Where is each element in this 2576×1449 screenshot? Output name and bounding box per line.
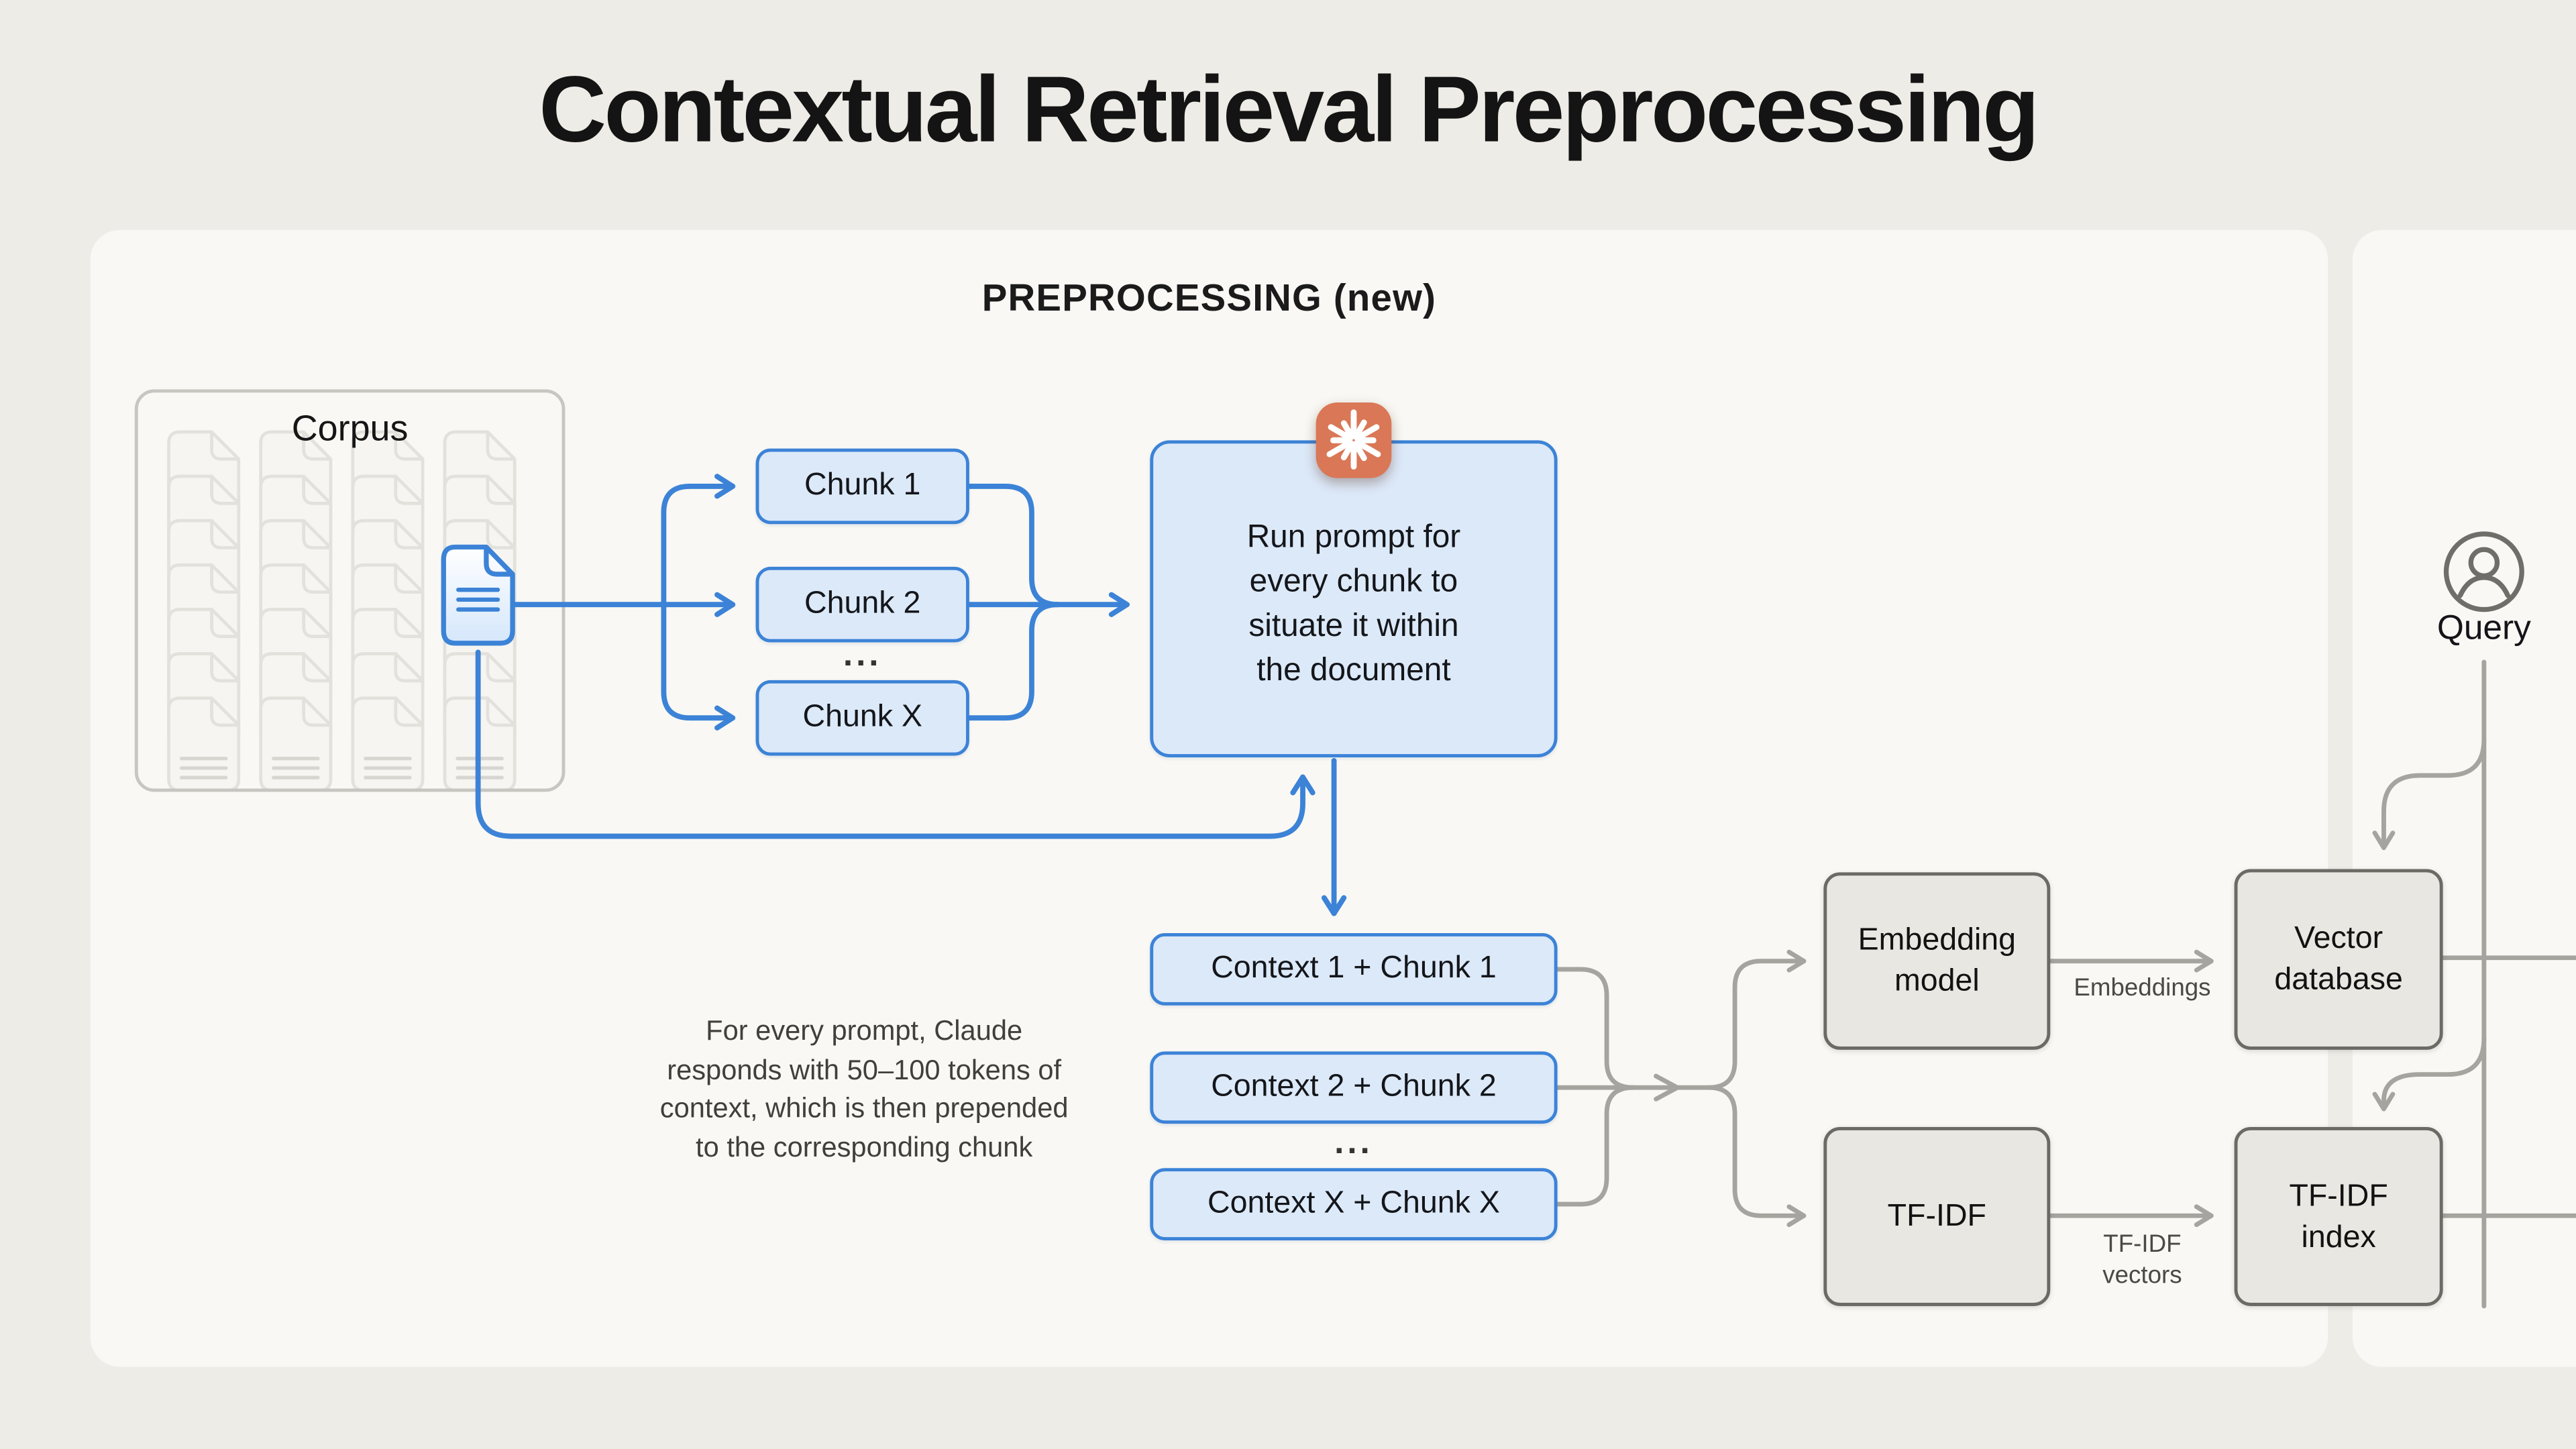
embedding-model-box: Embedding model bbox=[1823, 872, 2051, 1050]
context-chunk-x-box: Context X + Chunk X bbox=[1150, 1168, 1558, 1240]
context-ellipsis: ... bbox=[1334, 1124, 1373, 1162]
chunk-x-box: Chunk X bbox=[755, 680, 969, 756]
page-title: Contextual Retrieval Preprocessing bbox=[539, 57, 2039, 163]
tfidf-box: TF-IDF bbox=[1823, 1127, 2051, 1306]
chunk-2-box: Chunk 2 bbox=[755, 566, 969, 643]
chunks-ellipsis: ... bbox=[843, 635, 882, 674]
query-label: Query bbox=[2436, 609, 2531, 647]
person-icon bbox=[2441, 529, 2526, 614]
chunk-1-box: Chunk 1 bbox=[755, 448, 969, 525]
run-prompt-box: Run prompt for every chunk to situate it… bbox=[1150, 440, 1558, 757]
preprocessing-panel-label: PREPROCESSING (new) bbox=[981, 276, 1437, 319]
corpus-doc-icon bbox=[351, 696, 425, 789]
claude-note-text: For every prompt, Claude responds with 5… bbox=[659, 1015, 1069, 1163]
tfidf-index-box: TF-IDF index bbox=[2234, 1127, 2443, 1306]
corpus-doc-icon bbox=[443, 696, 517, 789]
corpus-label: Corpus bbox=[291, 407, 409, 449]
run-prompt-text: Run prompt for every chunk to situate it… bbox=[1246, 519, 1461, 689]
vector-database-box: Vector database bbox=[2234, 869, 2443, 1050]
document-icon bbox=[440, 544, 516, 647]
claude-spark-icon bbox=[1316, 402, 1392, 478]
tfidf-vectors-arrow-label: TF-IDF vectors bbox=[2102, 1230, 2182, 1290]
corpus-doc-icon bbox=[259, 696, 333, 789]
context-chunk-1-box: Context 1 + Chunk 1 bbox=[1150, 933, 1558, 1006]
context-chunk-2-box: Context 2 + Chunk 2 bbox=[1150, 1051, 1558, 1124]
embeddings-arrow-label: Embeddings bbox=[2074, 974, 2211, 1002]
corpus-doc-icon bbox=[167, 696, 241, 789]
corpus-box bbox=[134, 389, 566, 792]
